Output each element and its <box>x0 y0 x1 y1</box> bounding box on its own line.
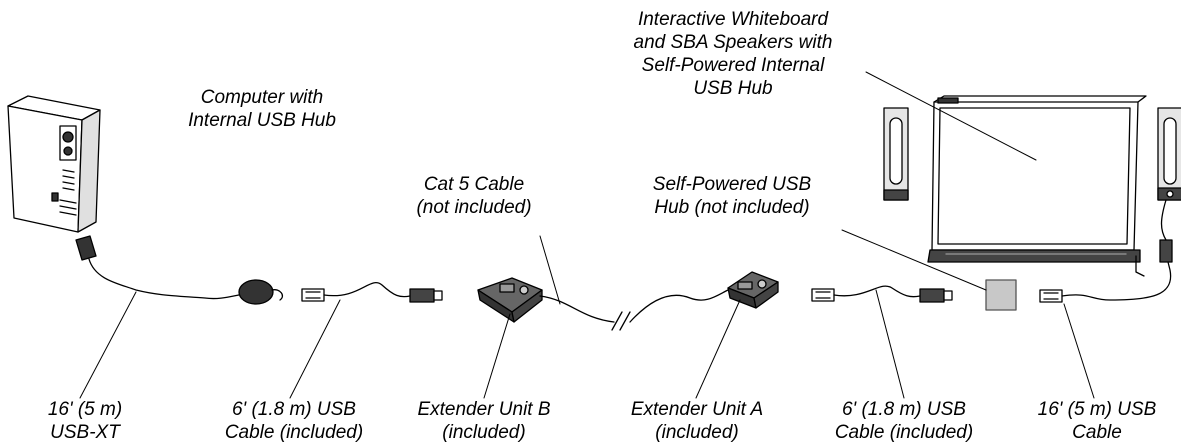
usb-cable-right <box>811 285 953 303</box>
usb-hub-icon <box>985 279 1017 311</box>
label-cat5-cable: Cat 5 Cable(not included) <box>416 174 532 218</box>
speaker-right-icon <box>1157 107 1181 241</box>
label-extender-unit-b: Extender Unit B(included) <box>417 399 551 443</box>
usb-xt-cable <box>75 235 284 305</box>
usb-cable-16ft <box>1039 239 1173 303</box>
cat5-cable <box>539 289 729 331</box>
computer-tower-icon <box>7 95 101 233</box>
label-usb-xt: 16' (5 m)USB-XT <box>47 399 123 443</box>
extender-unit-a-icon <box>727 271 779 309</box>
extender-unit-b-icon <box>477 277 543 323</box>
usb-cable-left <box>301 282 443 303</box>
whiteboard-icon <box>927 95 1147 277</box>
leader-lines <box>79 71 1095 399</box>
speaker-left-icon <box>883 107 909 201</box>
label-extender-unit-a: Extender Unit A(included) <box>630 399 764 443</box>
